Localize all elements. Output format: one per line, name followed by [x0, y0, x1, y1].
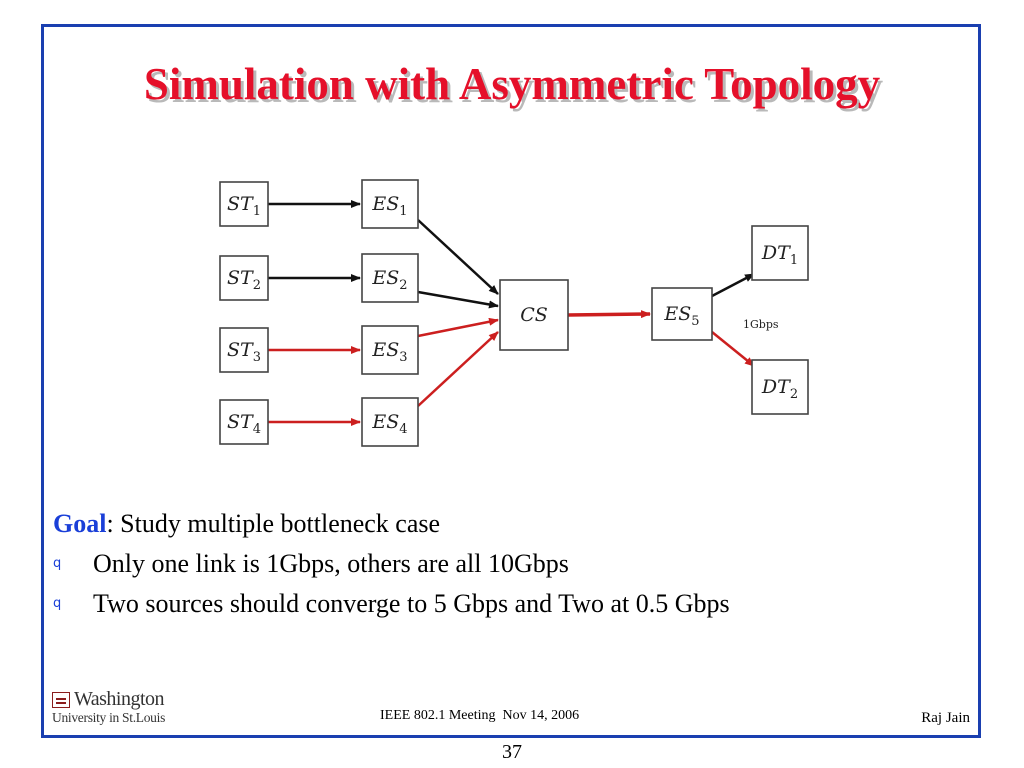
node-es3: ES3 — [361, 325, 419, 375]
node-label: DT2 — [761, 376, 798, 402]
node-label: ST2 — [227, 267, 261, 293]
node-label-base: ES — [371, 267, 399, 289]
university-seal-icon — [52, 692, 70, 708]
node-st1: ST1 — [219, 181, 269, 227]
university-logo: Washington University in St.Louis — [52, 688, 202, 730]
goal-line: Goal: Study multiple bottleneck case — [53, 507, 953, 541]
edge-es1-cs — [417, 219, 499, 295]
node-label-base: DT — [761, 376, 791, 398]
node-label-base: ES — [663, 303, 691, 325]
edge-es4-cs — [417, 331, 499, 407]
node-box — [361, 325, 419, 375]
node-label-subscript: 5 — [691, 314, 699, 329]
node-label: ST1 — [227, 193, 261, 219]
node-dt2: DT2 — [751, 359, 809, 415]
node-label-subscript: 2 — [399, 278, 407, 293]
node-label-subscript: 3 — [253, 350, 261, 365]
logo-wordmark-bottom: University in St.Louis — [52, 710, 166, 725]
node-es5: ES5 — [651, 287, 713, 341]
node-es2: ES2 — [361, 253, 419, 303]
slide-title: Simulation with Asymmetric Topology — [143, 59, 881, 109]
node-label-subscript: 1 — [253, 204, 261, 219]
node-dt1: DT1 — [751, 225, 809, 281]
bullet-text: Only one link is 1Gbps, others are all 1… — [93, 549, 569, 578]
node-box — [219, 327, 269, 373]
node-label: ST4 — [227, 411, 261, 437]
node-label-subscript: 2 — [790, 387, 798, 402]
edge-cs-es5 — [567, 310, 651, 319]
bullet-item: q Two sources should converge to 5 Gbps … — [53, 587, 953, 621]
node-cs: CS — [499, 279, 569, 351]
node-label: ES1 — [371, 193, 407, 219]
node-label-base: ES — [371, 411, 399, 433]
page-number: 37 — [502, 741, 522, 763]
node-label: ES4 — [371, 411, 407, 437]
node-box — [219, 399, 269, 445]
node-label: ES5 — [663, 303, 699, 329]
node-label: ES3 — [371, 339, 407, 365]
goal-text: : Study multiple bottleneck case — [106, 509, 441, 538]
edge-es5-dt1 — [711, 272, 755, 298]
node-box — [751, 359, 809, 415]
node-label-subscript: 3 — [399, 350, 407, 365]
node-box — [361, 253, 419, 303]
node-label-base: ST — [227, 193, 254, 215]
node-box — [361, 179, 419, 229]
node-box — [361, 397, 419, 447]
node-st4: ST4 — [219, 399, 269, 445]
node-box — [651, 287, 713, 341]
bullet-item: q Only one link is 1Gbps, others are all… — [53, 547, 953, 581]
logo-wordmark-top: Washington — [74, 688, 165, 710]
node-box — [219, 255, 269, 301]
node-box — [499, 279, 569, 351]
node-es4: ES4 — [361, 397, 419, 447]
node-label-base: ES — [371, 339, 399, 361]
node-label-subscript: 2 — [253, 278, 261, 293]
slide-content: Goal: Study multiple bottleneck case q O… — [53, 507, 953, 621]
node-st3: ST3 — [219, 327, 269, 373]
node-st2: ST2 — [219, 255, 269, 301]
node-label: CS — [520, 304, 548, 326]
node-label-base: ST — [227, 411, 254, 433]
edge-es2-cs — [417, 290, 499, 309]
slide-frame — [41, 24, 981, 738]
node-label-base: CS — [520, 304, 548, 326]
node-box — [751, 225, 809, 281]
node-label-base: ST — [227, 267, 254, 289]
footer-author: Raj Jain — [921, 710, 970, 726]
node-box — [219, 181, 269, 227]
bullet-text: Two sources should converge to 5 Gbps an… — [93, 589, 730, 618]
node-label-subscript: 1 — [399, 204, 407, 219]
edge-es5-dt2 — [711, 331, 755, 367]
footer-meeting-info: IEEE 802.1 Meeting Nov 14, 2006 — [380, 708, 580, 723]
node-label: ES2 — [371, 267, 407, 293]
node-label-base: ES — [371, 193, 399, 215]
edge-es3-cs — [417, 317, 499, 338]
node-label-subscript: 4 — [253, 422, 261, 437]
node-label-subscript: 4 — [399, 422, 407, 437]
goal-label: Goal — [53, 509, 107, 538]
bullet-marker: q — [53, 596, 62, 611]
node-label-base: DT — [761, 242, 791, 264]
node-label-subscript: 1 — [790, 253, 798, 268]
link-speed-label: 1Gbps — [743, 318, 779, 331]
node-label: ST3 — [227, 339, 261, 365]
node-label: DT1 — [761, 242, 798, 268]
node-es1: ES1 — [361, 179, 419, 229]
node-label-base: ST — [227, 339, 254, 361]
bullet-marker: q — [53, 556, 62, 571]
